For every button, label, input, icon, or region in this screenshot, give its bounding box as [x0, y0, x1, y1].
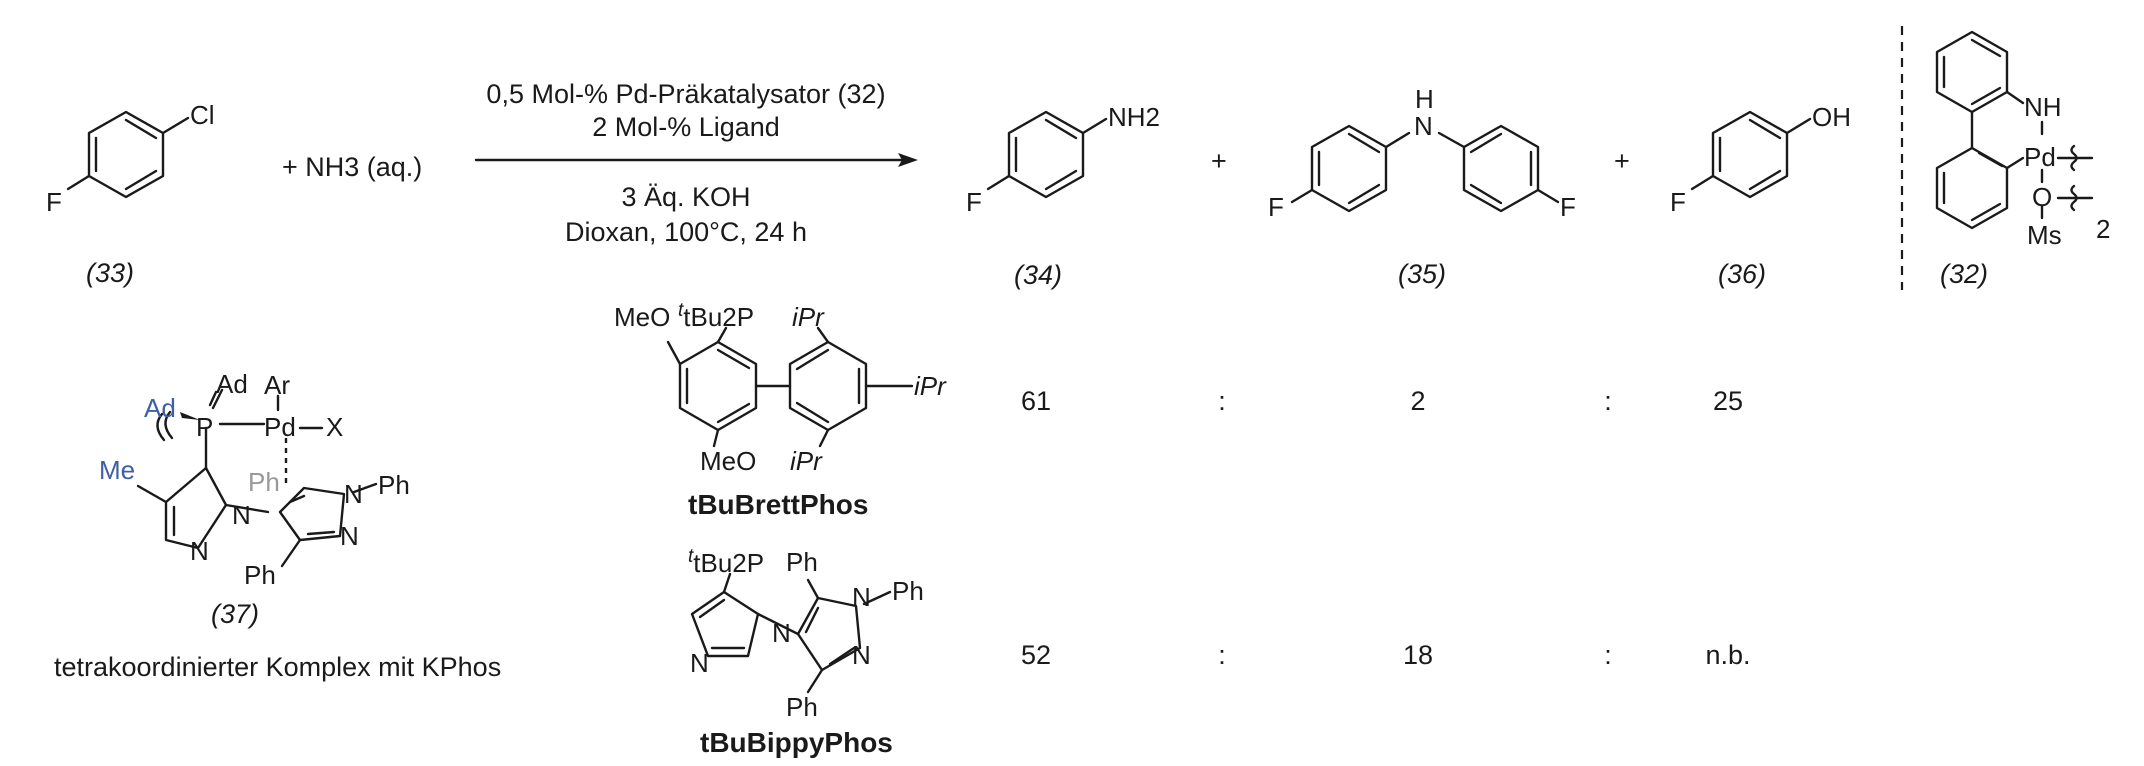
ph-label: Ph: [378, 470, 410, 500]
tbu2p-text: tBu2P: [693, 548, 764, 578]
meo-label: MeO: [700, 446, 756, 476]
f-atom-label: F: [1560, 192, 1576, 222]
compound-36-structure: OH F: [1670, 102, 1851, 217]
reaction-arrow: [474, 153, 918, 167]
n-atom-label: N: [852, 640, 871, 670]
oh-atom-label: OH: [1812, 102, 1851, 132]
cl-atom-label: Cl: [190, 100, 215, 130]
o-atom-label: O: [2032, 182, 2052, 212]
n-atom-label: N: [852, 582, 871, 612]
ligand-tbubrettphos-structure: MeO ttBu2P iPr iPr MeO iPr: [614, 300, 947, 476]
compound-34-label: (34): [1014, 260, 1062, 290]
ratio-35-ligand-1: 2: [1410, 386, 1425, 416]
nh2-atom-label: NH2: [1108, 102, 1160, 132]
x-atom-label: X: [326, 412, 343, 442]
tbu2p-text: tBu2P: [683, 302, 754, 332]
plus-sign: +: [1211, 146, 1227, 176]
ratio-separator: :: [1218, 386, 1226, 416]
compound-37-label: (37): [211, 599, 259, 629]
ad-label: Ad: [216, 369, 248, 399]
ipr-label: iPr: [914, 371, 947, 401]
nh-atom-label: NH: [2024, 92, 2062, 122]
condition-ligand: 2 Mol-% Ligand: [592, 112, 780, 142]
ratio-35-ligand-2: 18: [1403, 640, 1433, 670]
ratio-36-ligand-2: n.b.: [1705, 640, 1750, 670]
n-atom-label: N: [772, 618, 791, 648]
condition-base: 3 Äq. KOH: [621, 182, 750, 212]
ms-label: Ms: [2027, 220, 2062, 250]
f-atom-label: F: [966, 187, 982, 217]
ph-label: Ph: [892, 576, 924, 606]
h-atom-label: H: [1415, 84, 1434, 114]
reagent-label: + NH3 (aq.): [282, 152, 422, 182]
ligand-tbubippyphos-structure: ttBu2P Ph N Ph N N N Ph: [688, 546, 924, 722]
ph-label: Ph: [786, 692, 818, 722]
n-atom-label: N: [232, 500, 251, 530]
plus-sign: +: [1614, 146, 1630, 176]
me-label-blue: Me: [99, 455, 135, 485]
ratio-36-ligand-1: 25: [1713, 386, 1743, 416]
ratio-separator: :: [1218, 640, 1226, 670]
ratio-separator: :: [1604, 386, 1612, 416]
compound-37-structure: Ad Ad Ar P Pd X Me Ph N Ph N N N Ph: [99, 369, 410, 590]
ligand-1-name: tBuBrettPhos: [688, 489, 868, 520]
ad-label-blue: Ad: [144, 393, 176, 423]
n-atom-label: N: [690, 648, 709, 678]
n-atom-label: N: [340, 521, 359, 551]
ratio-34-ligand-1: 61: [1021, 386, 1051, 416]
compound-32-label: (32): [1940, 259, 1988, 289]
ph-label-grey: Ph: [248, 467, 280, 497]
p-atom-label: P: [196, 412, 213, 442]
ph-label: Ph: [786, 547, 818, 577]
ar-label: Ar: [264, 370, 290, 400]
compound-33-structure: Cl F: [46, 100, 215, 217]
ratio-separator: :: [1604, 640, 1612, 670]
n-atom-label: N: [344, 479, 363, 509]
condition-solvent-temp: Dioxan, 100°C, 24 h: [565, 217, 807, 247]
compound-36-label: (36): [1718, 259, 1766, 289]
ligand-2-name: tBuBippyPhos: [700, 727, 893, 758]
dimer-subscript: 2: [2096, 214, 2110, 244]
ratio-34-ligand-2: 52: [1021, 640, 1051, 670]
f-atom-label: F: [46, 187, 62, 217]
tbu2p-label: ttBu2P: [688, 546, 764, 578]
compound-34-structure: NH2 F: [966, 102, 1160, 217]
compound-35-structure: H N F F: [1268, 84, 1576, 222]
compound-33-label: (33): [86, 258, 134, 288]
f-atom-label: F: [1670, 187, 1686, 217]
tbu2p-label: ttBu2P: [678, 300, 754, 332]
complex-caption: tetrakoordinierter Komplex mit KPhos: [54, 652, 501, 682]
ipr-label: iPr: [790, 446, 823, 476]
ph-label: Ph: [244, 560, 276, 590]
meo-label: MeO: [614, 302, 670, 332]
compound-35-label: (35): [1398, 259, 1446, 289]
n-atom-label: N: [190, 536, 209, 566]
compound-32-structure: NH Pd O Ms 2: [1935, 30, 2110, 250]
n-atom-label: N: [1414, 111, 1433, 141]
pd-atom-label: Pd: [2024, 142, 2056, 172]
reagent-text: + NH3 (aq.): [282, 152, 422, 182]
condition-catalyst: 0,5 Mol-% Pd-Präkatalysator (32): [486, 79, 885, 109]
pd-atom-label: Pd: [264, 412, 296, 442]
f-atom-label: F: [1268, 192, 1284, 222]
ipr-label: iPr: [792, 302, 825, 332]
